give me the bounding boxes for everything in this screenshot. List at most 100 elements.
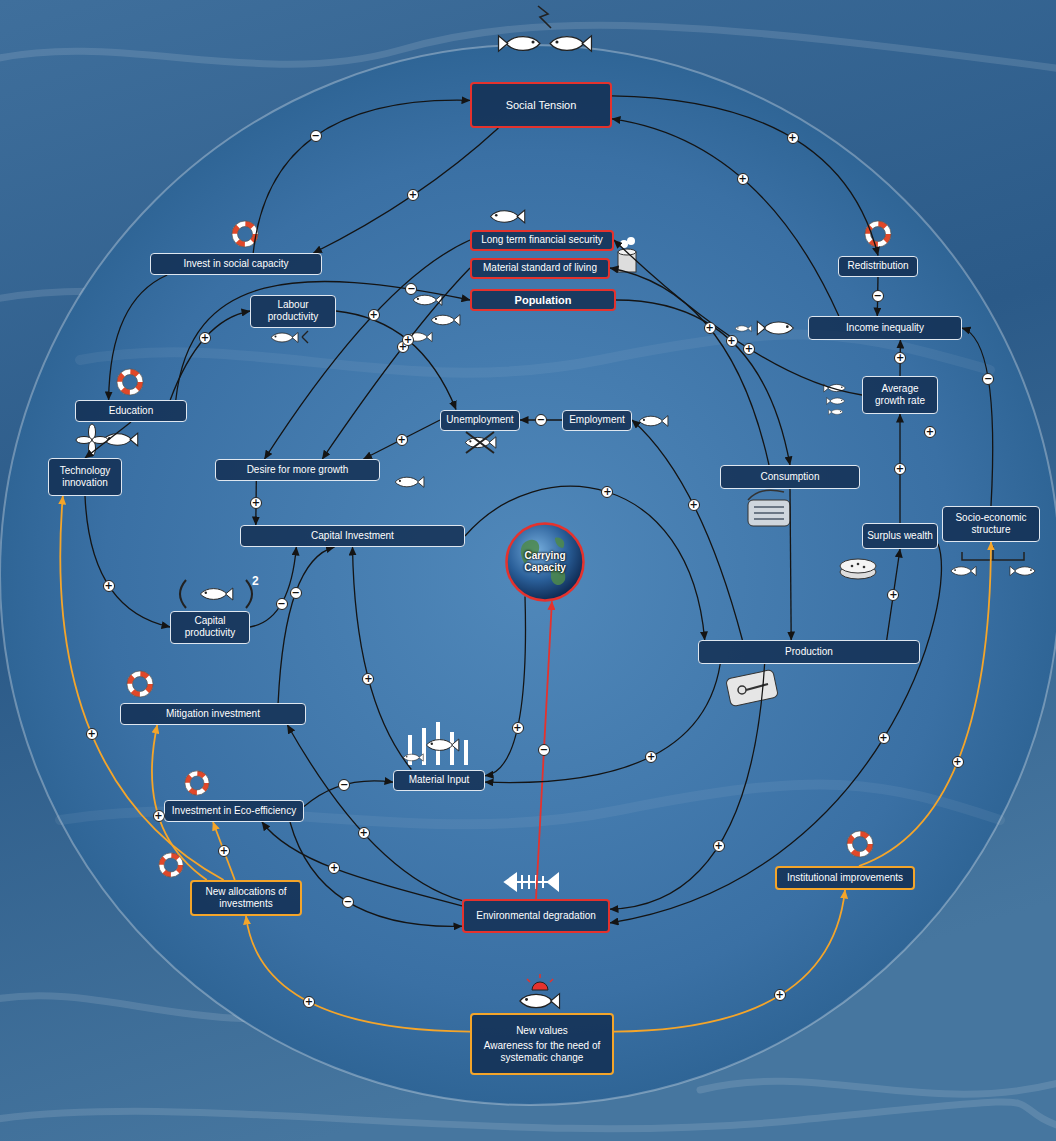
node-text: New values bbox=[516, 1025, 568, 1037]
fish-skeleton-icon bbox=[505, 874, 558, 890]
causal-link bbox=[610, 664, 765, 909]
variable-box: Average growth rate bbox=[862, 376, 938, 414]
node-text: Material Input bbox=[409, 774, 470, 786]
causal-link bbox=[246, 916, 470, 1032]
variable-box: Material standard of living bbox=[470, 258, 610, 279]
employment-fish-icon bbox=[639, 416, 668, 427]
variable-box: Capital Investment bbox=[240, 525, 465, 547]
causal-link bbox=[336, 311, 456, 410]
node-text: Institutional improvements bbox=[787, 872, 903, 884]
lifebuoy-icon bbox=[127, 671, 153, 697]
polarity-sign: + bbox=[396, 434, 408, 446]
structure-fish-icon bbox=[951, 546, 1035, 576]
causal-link bbox=[612, 96, 878, 256]
variable-box: Social Tension bbox=[470, 82, 612, 128]
lifebuoy-icon bbox=[865, 221, 891, 247]
polarity-sign: − bbox=[310, 130, 322, 142]
node-text: Investment in Eco-efficiency bbox=[172, 805, 296, 817]
node-text: Production bbox=[785, 646, 833, 658]
causal-link bbox=[290, 822, 462, 926]
polarity-sign: + bbox=[713, 840, 725, 852]
polarity-sign: + bbox=[86, 728, 98, 740]
growth-fish-icon bbox=[395, 477, 424, 488]
siren-fish-icon bbox=[520, 974, 560, 1008]
variable-box: Capital productivity bbox=[170, 611, 250, 644]
node-text: Material standard of living bbox=[483, 262, 597, 274]
variable-box: Consumption bbox=[720, 465, 860, 489]
causal-link bbox=[859, 542, 991, 866]
can-icon bbox=[618, 237, 636, 272]
node-text: Long term financial security bbox=[481, 234, 603, 246]
causal-link bbox=[287, 725, 462, 901]
polarity-sign: + bbox=[512, 722, 524, 734]
variable-box: Material Input bbox=[393, 770, 485, 791]
caviar-tin-icon bbox=[840, 559, 876, 579]
sardine-can-icon bbox=[748, 490, 790, 526]
causal-link bbox=[610, 268, 769, 465]
node-text: Mitigation investment bbox=[166, 708, 260, 720]
causal-link bbox=[465, 486, 705, 640]
polarity-sign: + bbox=[887, 589, 899, 601]
capacity-circle: Carrying Capacity bbox=[505, 522, 585, 602]
variable-box: Unemployment bbox=[440, 410, 520, 431]
fish-jar-icon bbox=[403, 722, 466, 765]
lifebuoy-icon bbox=[185, 771, 209, 795]
polarity-sign: + bbox=[878, 732, 890, 744]
variable-box: Environmental degradation bbox=[462, 899, 610, 933]
lifebuoy-icon bbox=[117, 369, 143, 395]
polarity-sign: + bbox=[199, 332, 211, 344]
polarity-sign: + bbox=[103, 580, 115, 592]
causal-link bbox=[616, 300, 790, 465]
polarity-sign: − bbox=[276, 598, 288, 610]
causal-link bbox=[962, 328, 993, 506]
polarity-sign: + bbox=[303, 996, 315, 1008]
causal-link bbox=[109, 275, 168, 400]
polarity-sign: + bbox=[787, 132, 799, 144]
capital-productivity-icon bbox=[180, 580, 252, 608]
node-text: Invest in social capacity bbox=[183, 258, 288, 270]
causal-link bbox=[176, 281, 470, 400]
node-text: Capital productivity bbox=[175, 615, 245, 639]
polarity-sign: + bbox=[218, 845, 230, 857]
variable-box: Mitigation investment bbox=[120, 703, 306, 725]
variable-box: Long term financial security bbox=[470, 230, 614, 251]
causal-link bbox=[790, 489, 791, 640]
causal-link bbox=[353, 547, 412, 770]
causal-link bbox=[213, 822, 235, 880]
lifebuoy-icon bbox=[159, 853, 183, 877]
node-text: Consumption bbox=[761, 471, 820, 483]
variable-box: Population bbox=[470, 289, 616, 311]
causal-link bbox=[612, 119, 839, 316]
variable-box: Invest in social capacity bbox=[150, 253, 322, 275]
polarity-sign: + bbox=[645, 751, 657, 763]
polarity-sign: + bbox=[952, 756, 964, 768]
polarity-sign: + bbox=[358, 827, 370, 839]
causal-link bbox=[485, 597, 526, 776]
fish-icon bbox=[491, 210, 525, 223]
variable-box: Investment in Eco-efficiency bbox=[164, 800, 304, 822]
polarity-sign: − bbox=[338, 779, 350, 791]
polarity-sign: + bbox=[924, 426, 936, 438]
quarrel-fish-icon bbox=[499, 6, 592, 51]
unemployment-fish-icon bbox=[465, 432, 496, 453]
variable-box: New allocations of investments bbox=[190, 880, 302, 916]
node-text: Income inequality bbox=[846, 322, 924, 334]
polarity-sign: − bbox=[342, 896, 354, 908]
node-text: Social Tension bbox=[506, 99, 577, 111]
causal-link bbox=[85, 496, 170, 627]
variable-box: Income inequality bbox=[808, 316, 962, 340]
polarity-sign: + bbox=[726, 335, 738, 347]
technology-fish-icon bbox=[76, 424, 138, 456]
node-text: Average growth rate bbox=[867, 383, 933, 407]
inequality-fish-icon bbox=[735, 321, 793, 334]
polarity-sign: + bbox=[737, 173, 749, 185]
causal-link bbox=[364, 420, 441, 459]
variable-box: Surplus wealth bbox=[862, 523, 938, 549]
node-text: Capital Investment bbox=[311, 530, 394, 542]
node-text: Employment bbox=[569, 414, 625, 426]
causal-link bbox=[85, 422, 131, 458]
polarity-sign: + bbox=[153, 810, 165, 822]
polarity-sign: + bbox=[894, 463, 906, 475]
causal-link bbox=[614, 890, 845, 1032]
node-text: Labour productivity bbox=[255, 299, 331, 323]
